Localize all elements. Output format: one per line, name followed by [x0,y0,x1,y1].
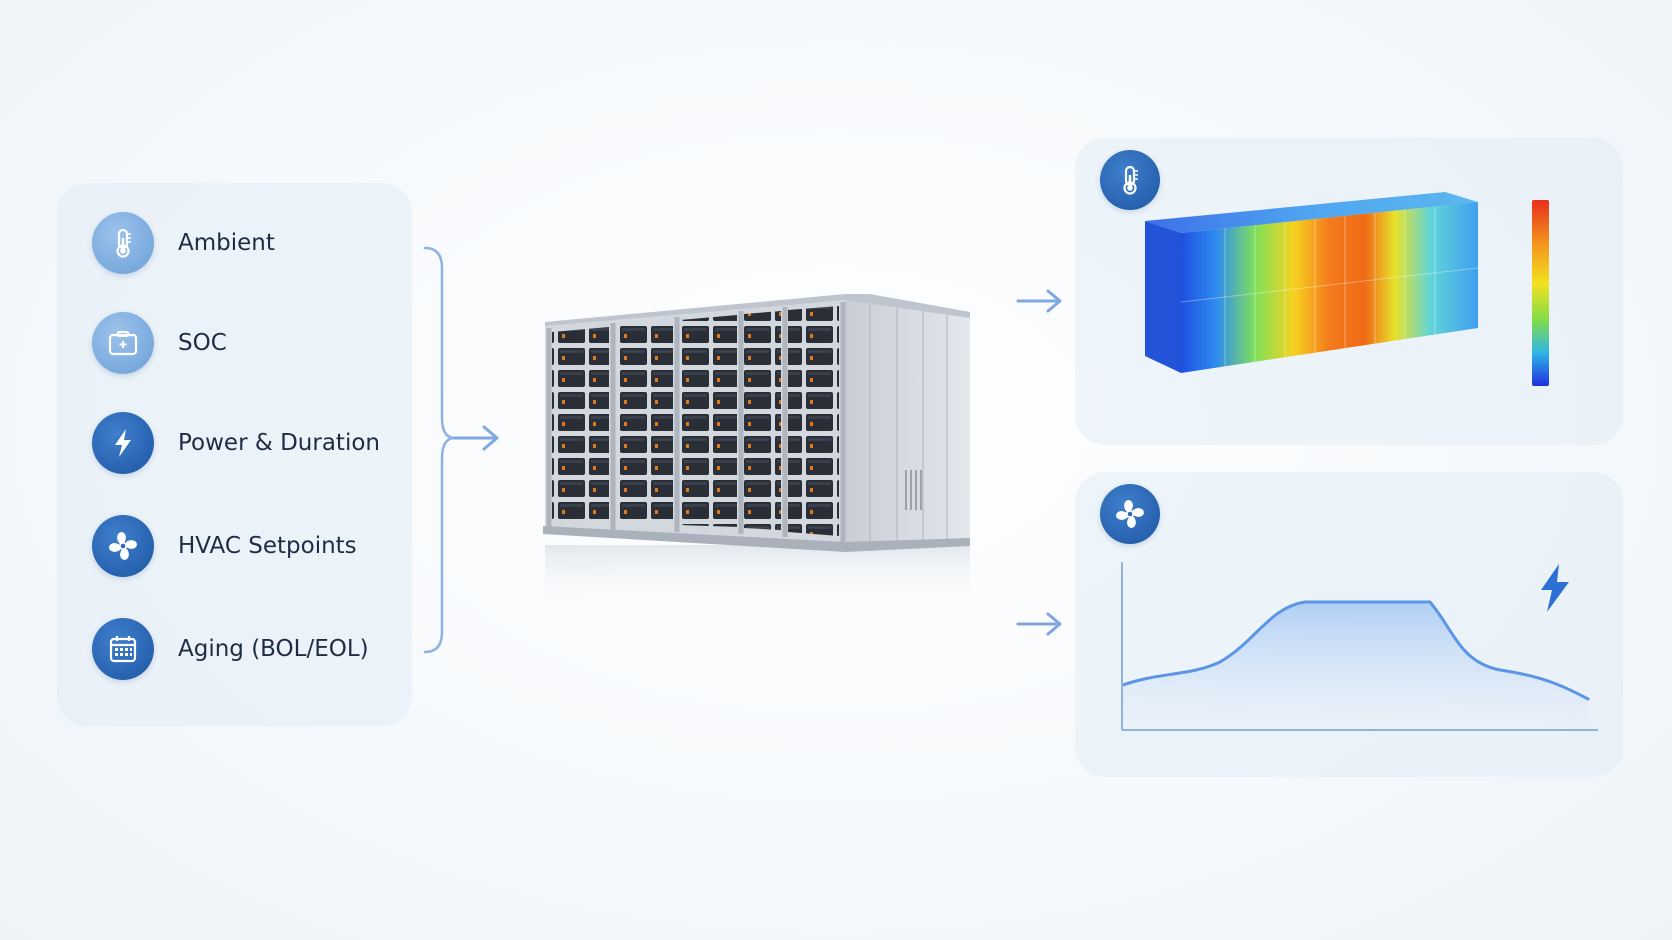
arrow-right-icon [1016,289,1062,313]
power-output-panel [1075,472,1623,777]
lightning-icon [92,412,154,474]
power-profile-curve [1121,562,1598,731]
battery-container [543,294,970,610]
arrow-right-icon [1016,612,1062,636]
input-item-soc: SOC [92,312,227,374]
lightning-icon [1541,564,1569,612]
fan-icon [92,515,154,577]
thermometer-icon [92,212,154,274]
input-item-aging: Aging (BOL/EOL) [92,618,369,680]
input-item-ambient: Ambient [92,212,275,274]
thermal-output-panel [1075,138,1623,445]
input-label: Power & Duration [178,430,380,456]
input-item-power-duration: Power & Duration [92,412,380,474]
thermometer-icon [1100,150,1160,210]
battery-icon [92,312,154,374]
input-bracket [423,246,499,654]
input-label: HVAC Setpoints [178,533,357,559]
input-label: Aging (BOL/EOL) [178,636,369,662]
input-item-hvac-setpoints: HVAC Setpoints [92,515,357,577]
temperature-color-scale [1532,200,1549,386]
inputs-panel: Ambient SOC Power & Duration [57,183,412,726]
calendar-icon [92,618,154,680]
container-heatmap [1145,192,1479,373]
input-label: Ambient [178,230,275,256]
input-label: SOC [178,330,227,356]
fan-icon [1100,484,1160,544]
